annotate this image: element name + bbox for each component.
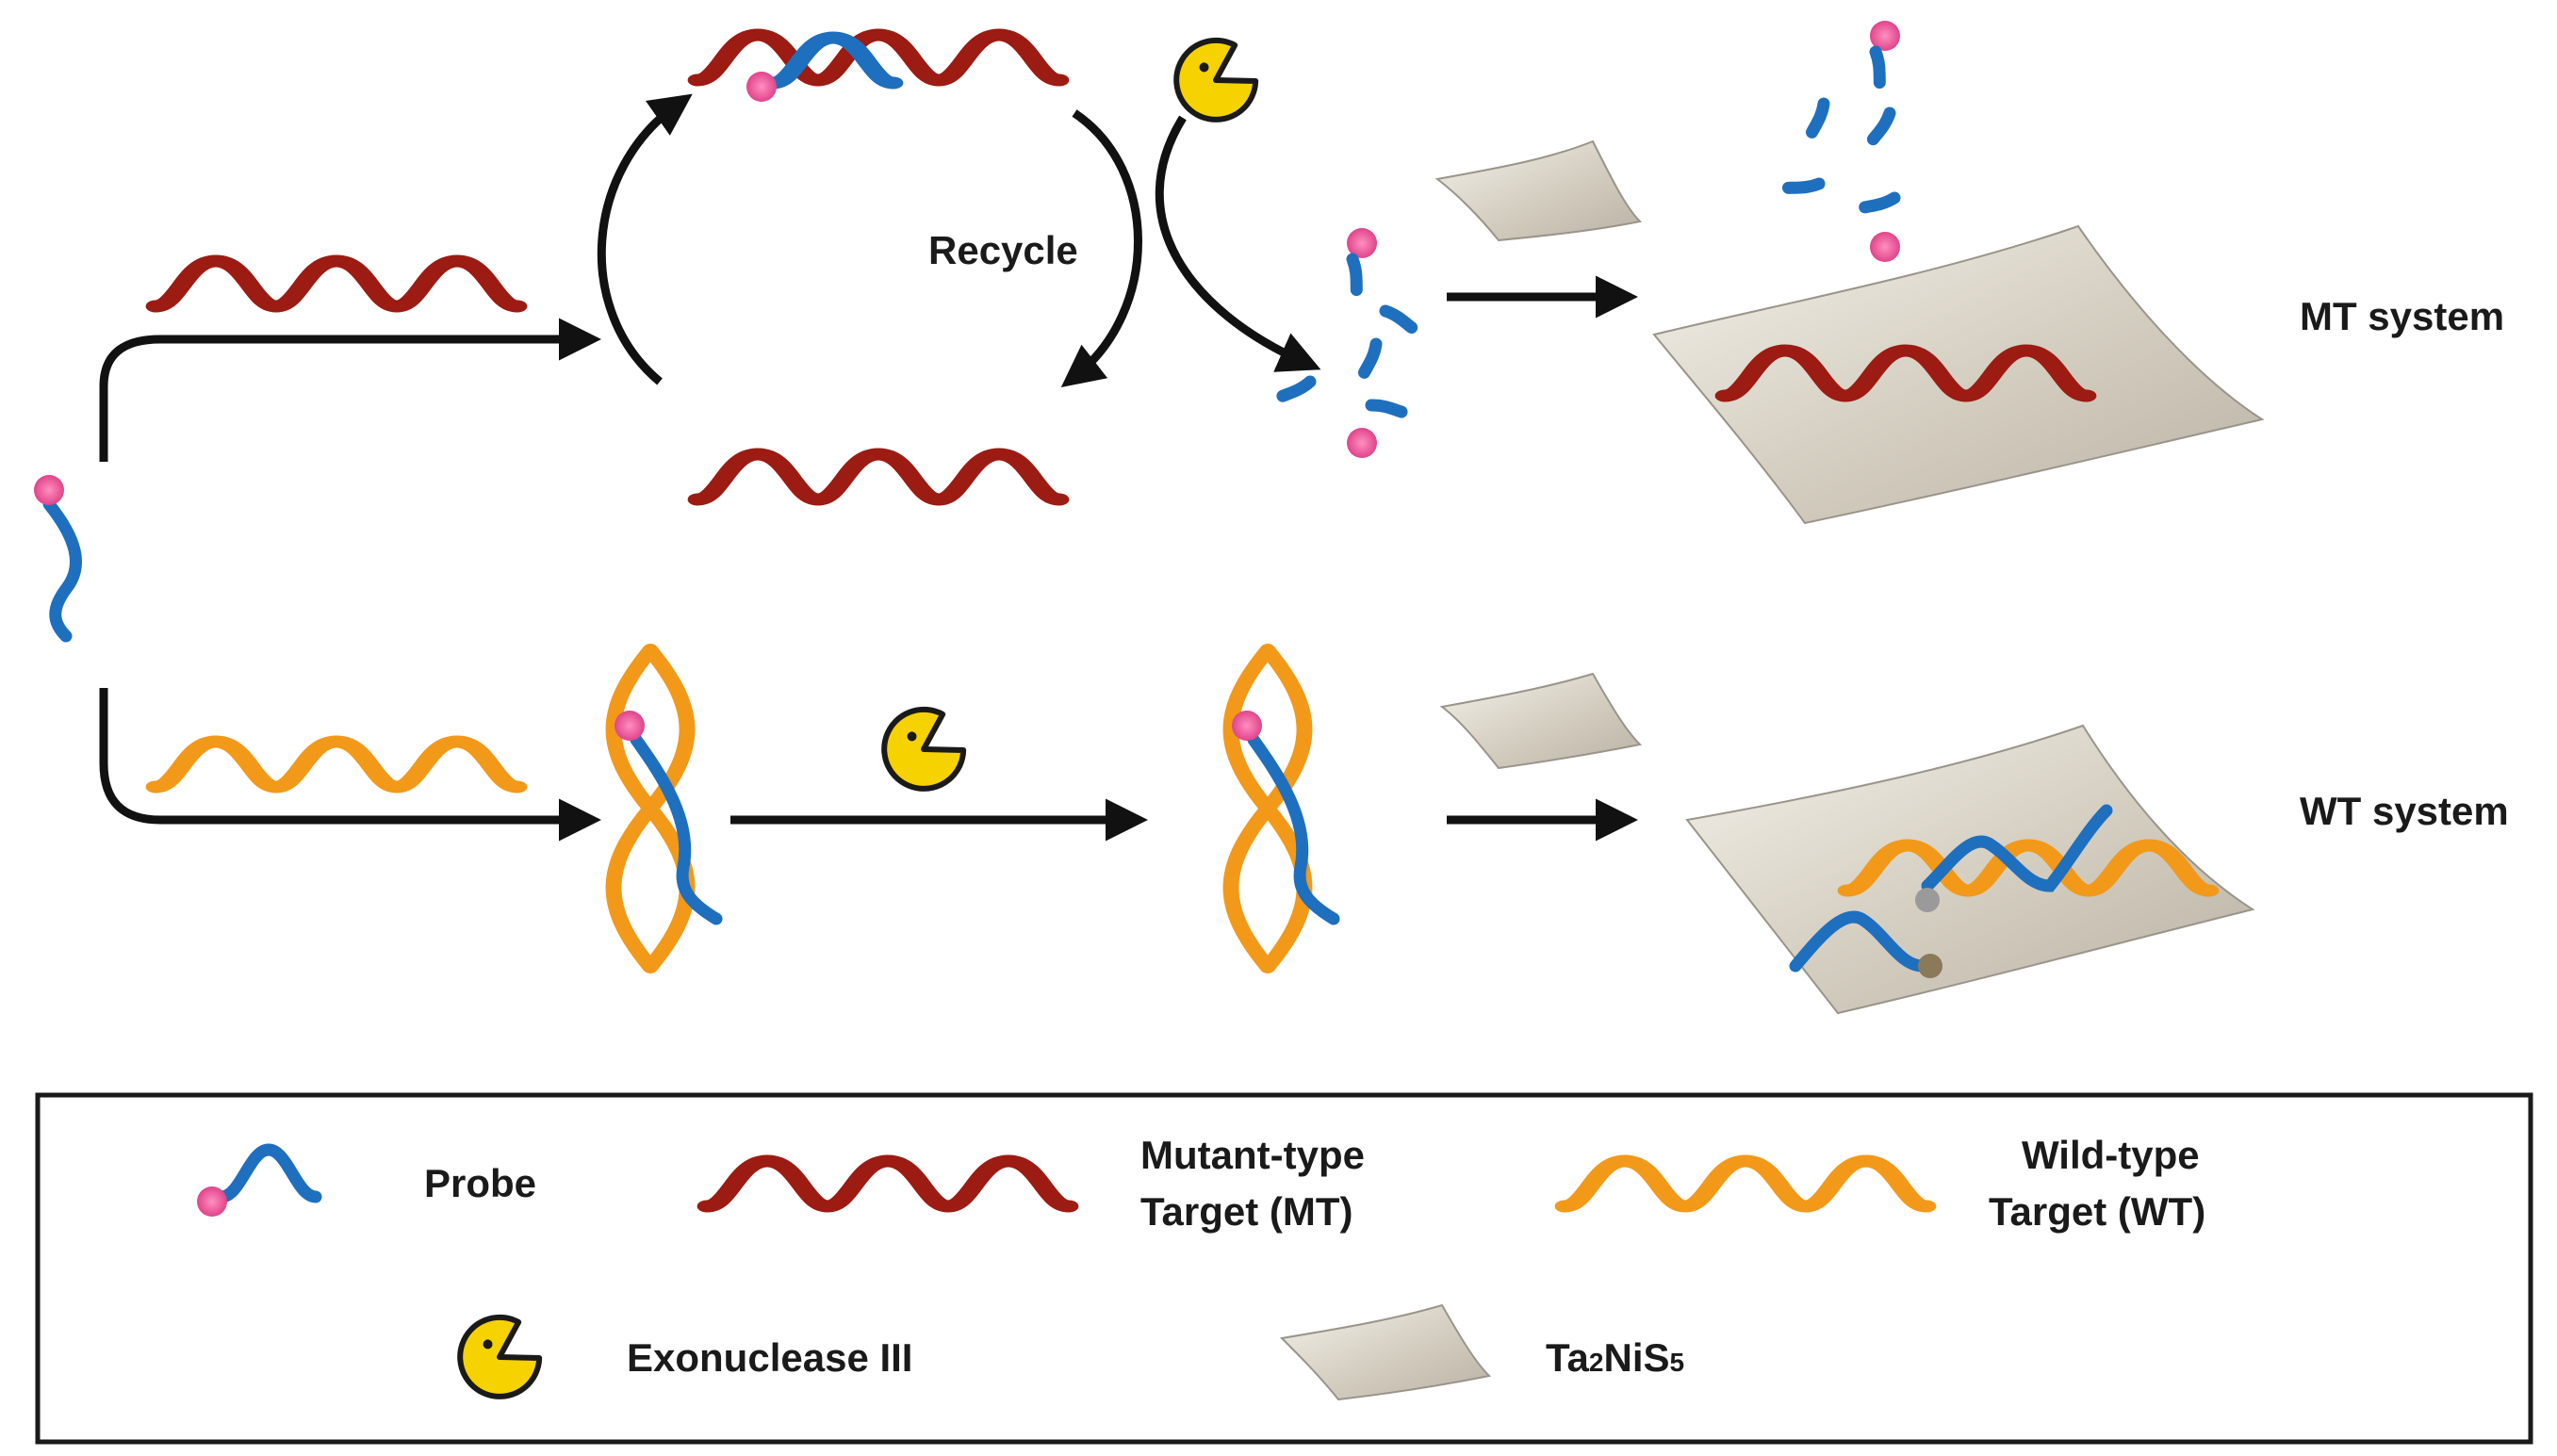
legend-wt-line1: Wild-type xyxy=(2022,1133,2200,1177)
wt-sheet-large xyxy=(1685,724,2255,1015)
legend-material-label: Ta2NiS5 xyxy=(1546,1335,1684,1380)
legend-exonuclease-label: Exonuclease III xyxy=(627,1335,912,1380)
legend: Probe Mutant-type Target (MT) Wild-type … xyxy=(35,1092,2533,1445)
mt-branch-arrow xyxy=(99,318,601,462)
wt-branch-arrow xyxy=(99,688,601,842)
exonuclease-mt xyxy=(1162,29,1265,135)
wt-target-input xyxy=(156,742,517,787)
legend-probe-swatch xyxy=(197,1143,322,1217)
mt-duplex-top xyxy=(697,35,1059,102)
mt-target-released xyxy=(697,454,1059,499)
mt-sheet-large xyxy=(1652,224,2265,525)
fluorophore-dot xyxy=(34,475,64,505)
legend-sheet-swatch xyxy=(1279,1303,1492,1401)
wt-hybrid-2 xyxy=(1231,650,1340,967)
wt-hybrid-1 xyxy=(614,650,723,967)
mt-free-fragments xyxy=(1788,21,1900,262)
mt-system-label: MT system xyxy=(2300,294,2504,338)
fluorophore-dot xyxy=(746,72,777,102)
legend-probe-label: Probe xyxy=(424,1161,536,1205)
mt-sheet-small xyxy=(1434,139,1643,242)
wt-system-label: WT system xyxy=(2300,789,2509,833)
legend-mt-line2: Target (MT) xyxy=(1140,1189,1353,1234)
legend-mt-line1: Mutant-type xyxy=(1140,1133,1365,1177)
recycle-label: Recycle xyxy=(928,228,1078,272)
mt-fragments xyxy=(1283,228,1412,458)
probe-start xyxy=(34,475,82,643)
legend-wt-line2: Target (WT) xyxy=(1989,1189,2205,1234)
digest-arrow xyxy=(1155,115,1321,372)
wt-sheet-small xyxy=(1439,672,1643,770)
mt-target-input xyxy=(156,261,517,306)
recycle-loop xyxy=(597,93,1142,388)
exonuclease-wt xyxy=(870,698,973,804)
